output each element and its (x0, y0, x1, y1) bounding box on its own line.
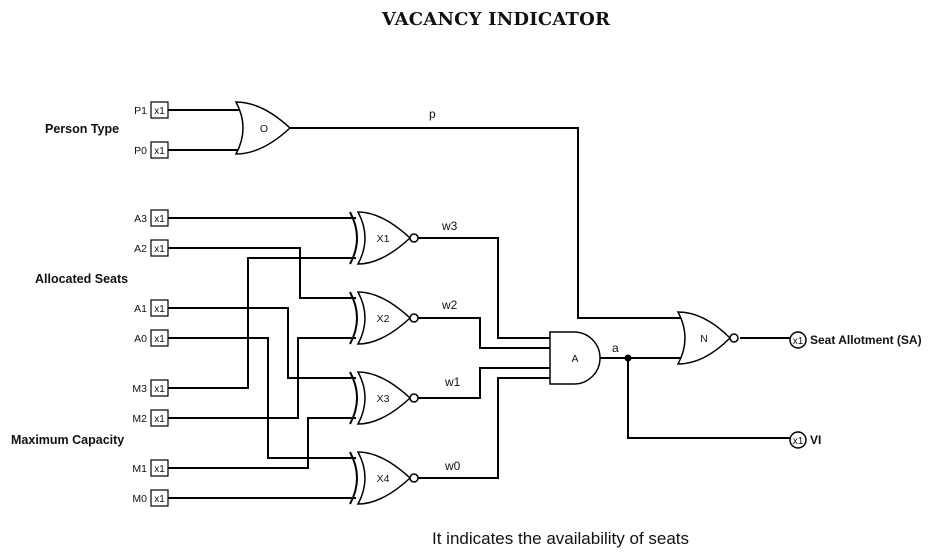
input-label: A0 (134, 333, 147, 345)
input-label: A3 (134, 213, 147, 225)
input-pin-a3[interactable]: A3 x1 (134, 209, 169, 227)
group-label-maximum-capacity: Maximum Capacity (11, 433, 124, 447)
gate-label: O (260, 123, 268, 135)
io-box-label: x1 (793, 336, 804, 347)
output-probe-vi[interactable]: x1 VI (789, 431, 821, 449)
input-pin-m0[interactable]: M0 x1 (132, 489, 169, 507)
input-pin-p0[interactable]: P0 x1 (134, 141, 169, 159)
io-box-label: x1 (154, 334, 165, 345)
junction-dot (624, 354, 632, 362)
input-label: M3 (132, 383, 147, 395)
input-label: P1 (134, 105, 147, 117)
wire-label-a: a (612, 341, 619, 355)
io-box-label: x1 (154, 244, 165, 255)
io-box-label: x1 (154, 146, 165, 157)
input-pin-m1[interactable]: M1 x1 (132, 459, 169, 477)
io-box-label: x1 (154, 464, 165, 475)
input-pin-a2[interactable]: A2 x1 (134, 239, 169, 257)
io-box-label: x1 (154, 214, 165, 225)
nor-gate-icon[interactable]: N (676, 311, 739, 365)
group-label-allocated-seats: Allocated Seats (35, 272, 128, 286)
input-pin-m3[interactable]: M3 x1 (132, 379, 169, 397)
or-gate-icon[interactable]: O (234, 101, 292, 155)
io-box-label: x1 (154, 384, 165, 395)
wire-label-w0: w0 (444, 459, 461, 473)
io-box-label: x1 (154, 106, 165, 117)
page-title: VACANCY INDICATOR (381, 9, 611, 30)
gate-label: X1 (377, 233, 390, 245)
xnor-gate-x4-icon[interactable]: X4 (349, 451, 419, 505)
output-label-seat-allotment: Seat Allotment (SA) (810, 333, 922, 347)
wire-label-p: p (429, 107, 436, 121)
output-label-vi: VI (810, 433, 821, 447)
output-probe-seat-allotment[interactable]: x1 Seat Allotment (SA) (789, 331, 922, 349)
io-box-label: x1 (154, 494, 165, 505)
input-label: M2 (132, 413, 147, 425)
gate-label: X3 (377, 393, 390, 405)
and-gate-icon[interactable]: A (549, 331, 601, 385)
gate-label: N (700, 333, 708, 345)
input-pin-a1[interactable]: A1 x1 (134, 299, 169, 317)
input-label: A1 (134, 303, 147, 315)
caption: It indicates the availability of seats (432, 529, 690, 548)
gate-label: A (571, 353, 578, 365)
wire-label-w3: w3 (441, 219, 458, 233)
input-label: A2 (134, 243, 147, 255)
io-box-label: x1 (154, 414, 165, 425)
input-pin-p1[interactable]: P1 x1 (134, 101, 169, 119)
input-pin-a0[interactable]: A0 x1 (134, 329, 169, 347)
input-label: M0 (132, 493, 147, 505)
io-box-label: x1 (793, 436, 804, 447)
wire-label-w1: w1 (444, 375, 461, 389)
gate-label: X2 (377, 313, 390, 325)
io-box-label: x1 (154, 304, 165, 315)
xnor-gate-x2-icon[interactable]: X2 (349, 291, 419, 345)
gate-label: X4 (377, 473, 390, 485)
input-pin-m2[interactable]: M2 x1 (132, 409, 169, 427)
input-label: P0 (134, 145, 147, 157)
group-label-person-type: Person Type (45, 122, 119, 136)
xnor-gate-x3-icon[interactable]: X3 (349, 371, 419, 425)
wires (168, 109, 790, 499)
input-label: M1 (132, 463, 147, 475)
xnor-gate-x1-icon[interactable]: X1 (349, 211, 419, 265)
wire-label-w2: w2 (441, 298, 458, 312)
